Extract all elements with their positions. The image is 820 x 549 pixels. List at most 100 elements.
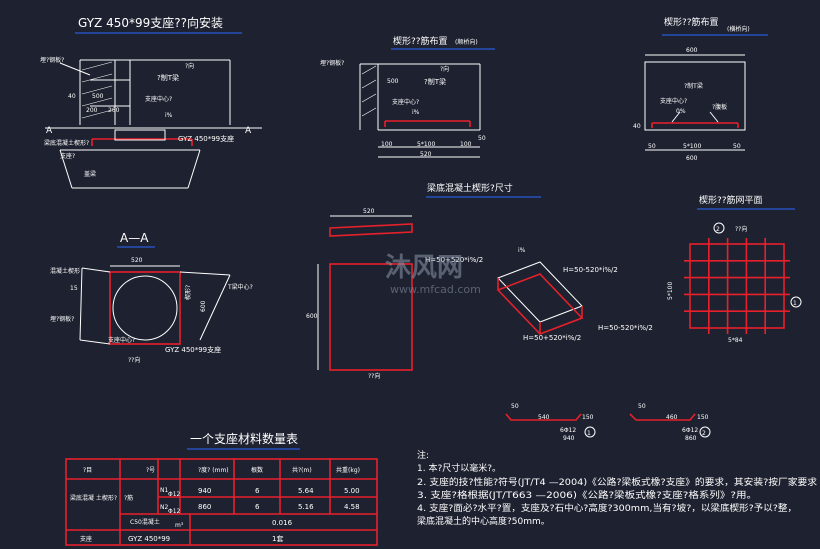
main-label-center: 支座中心? — [145, 95, 172, 103]
main-title: GYZ 450*99支座??向安装 — [78, 15, 223, 30]
trans-dim-600-bottom: 600 — [686, 155, 698, 162]
td-concrete-unit: m³ — [175, 522, 184, 529]
trans-label-beam: ?制T梁 — [684, 82, 703, 90]
td-n2-len: 860 — [198, 503, 211, 511]
material-table: ?目 ?号 ?度? (mm) 根数 共?(m) 共重(kg) 梁底混凝 土楔形?… — [65, 458, 378, 546]
td-n1-len: 940 — [198, 487, 211, 495]
main-dim-260: 260 — [108, 107, 120, 114]
trans-label-slope: 0% — [676, 108, 686, 115]
notes-head: 注: — [417, 449, 429, 461]
mesh-dim-bottom: 5*84 — [728, 337, 743, 344]
td-n1-id: N1 — [160, 487, 168, 494]
bar-shape-2: 50 460 150 6Φ12 860 2 — [629, 403, 711, 442]
td-n2-total: 5.16 — [298, 503, 314, 511]
watermark-url: www.mfcad.com — [390, 283, 481, 296]
td-group: 梁底混凝 土楔形? — [70, 494, 117, 502]
td-n2-spec: Φ12 — [168, 508, 181, 515]
td-n1-spec: Φ12 — [168, 491, 181, 498]
main-label-a-right: A — [245, 126, 252, 136]
th-weight: 共重(kg) — [336, 466, 360, 474]
mesh-annotations: 2 1 ??向 5*100 5*84 — [667, 222, 802, 344]
bar2-left: 50 — [638, 403, 646, 410]
bar2-spec: 6Φ12 — [682, 427, 698, 434]
long-label-dir: ?向 — [440, 65, 449, 73]
note-5: 梁底混凝土的中心高度?50mm。 — [417, 515, 550, 527]
bar2-mid: 460 — [666, 414, 678, 421]
note-2: 2. 支座的技?性能?符号(JT/T4 —2004)《公路?梁板式橡?支座》的要… — [417, 476, 817, 488]
wedge-title: 梁底混凝土楔形?尺寸 — [427, 182, 513, 194]
long-dim-5x100: 5*100 — [417, 141, 435, 148]
trans-dim-50a: 50 — [648, 143, 656, 150]
bar2-len: 860 — [685, 435, 697, 442]
rebar-trans-view: 600 ?制T梁 支座中心? 0% ?腹板 40 50 5*100 50 600 — [633, 47, 746, 162]
mesh-mark-right: 1 — [793, 300, 797, 307]
wedge-h-top: H=50+520*i%/2 — [425, 256, 483, 264]
wedge-dim-520: 520 — [363, 208, 375, 215]
wedge-h-right-bottom: H=50-520*i%/2 — [598, 324, 653, 332]
td-concrete-value: 0.016 — [272, 519, 293, 527]
wedge-dim-600: 600 — [306, 313, 318, 320]
bar2-right: 150 — [697, 414, 709, 421]
main-label-wedge: 梁底混凝土楔形? — [44, 139, 89, 147]
td-n2-count: 6 — [255, 503, 260, 511]
bar2-mark: 2 — [702, 430, 706, 437]
section-view: 520 混凝土楔形 15 埋?钢板? 支座中心? GYZ 450*99支座 ??… — [50, 257, 253, 364]
mesh-label-dir: ??向 — [735, 225, 747, 233]
section-label-dir: ??向 — [128, 356, 140, 364]
main-dim-40: 40 — [68, 93, 76, 100]
long-label-slope: i% — [412, 109, 420, 116]
trans-label-rib: ?腹板 — [712, 103, 727, 111]
main-dim-200: 200 — [86, 107, 98, 114]
th-no: ?号 — [146, 467, 155, 474]
bar1-spec: 6Φ12 — [560, 427, 576, 434]
th-total: 共?(m) — [292, 466, 312, 474]
long-label-beam: ?制T梁 — [424, 77, 446, 86]
td-steel: ?筋 — [124, 494, 133, 502]
long-dim-50: 50 — [478, 135, 486, 142]
trans-dim-5x100: 5*100 — [683, 143, 701, 150]
th-item: ?目 — [83, 467, 92, 474]
section-dim-15: 15 — [70, 285, 78, 292]
trans-dim-600-top: 600 — [686, 47, 698, 54]
mesh-mark-top: 2 — [716, 226, 720, 233]
rebar-trans-subtitle: (横桥向) — [727, 25, 750, 33]
table-title: 一个支座材料数量表 — [190, 431, 298, 446]
note-3: 3. 支座?格根据(JT/T663 —2006)《公路?梁板式橡?支座?格系列》… — [417, 489, 757, 501]
long-label-center: 支座中心? — [392, 98, 419, 106]
td-concrete: C50混凝土 — [130, 518, 160, 526]
bar1-right: 150 — [582, 414, 594, 421]
section-dim-600: 600 — [200, 300, 207, 312]
rebar-long-title: 楔形??筋布置 — [393, 35, 448, 47]
wedge-label-slope: i% — [518, 247, 526, 254]
td-n1-total: 5.64 — [298, 487, 314, 495]
section-label-vert: 楔形? — [184, 285, 192, 300]
main-label-a-left: A — [46, 126, 53, 136]
section-label-wedge: 混凝土楔形 — [50, 267, 80, 275]
section-label-plate: 埋?钢板? — [50, 315, 74, 323]
wedge-view: 520 600 ??向 H=50+520*i%/2 i% H=50-520*i%… — [306, 208, 653, 380]
th-count: 根数 — [251, 466, 263, 474]
notes: 注: 1. 本?尺寸以毫米?。 2. 支座的技?性能?符号(JT/T4 —200… — [417, 449, 817, 527]
section-label-right-center: T梁中心? — [227, 283, 253, 291]
wedge-h-right-top: H=50-520*i%/2 — [563, 266, 618, 274]
th-len: ?度? (mm) — [198, 466, 229, 474]
main-label-support: 支座? — [60, 152, 75, 160]
main-view: 埋?钢板? ?制T梁 ?向 支座中心? i% 梁底混凝土楔形? 支座? GYZ … — [40, 56, 262, 189]
note-4: 4. 支座?面必?水平?置，支座及?石中心?高度?300mm,当有?坡?，以梁底… — [417, 502, 797, 514]
watermark-brand: 沐风网 — [385, 253, 463, 283]
trans-dim-50b: 50 — [733, 143, 741, 150]
bar1-left: 50 — [511, 403, 519, 410]
long-label-plate: 埋?钢板? — [320, 59, 344, 67]
main-label-dir: ?向 — [185, 62, 194, 70]
td-n1-count: 6 — [255, 487, 260, 495]
td-n2-weight: 4.58 — [344, 503, 360, 511]
section-label-center: 支座中心? — [108, 336, 135, 344]
wedge-label-dir: ??向 — [368, 372, 380, 380]
note-1: 1. 本?尺寸以毫米?。 — [417, 462, 501, 474]
section-title: A—A — [120, 231, 149, 245]
section-dim-520: 520 — [131, 257, 143, 264]
main-label-plate: 埋?钢板? — [40, 56, 64, 64]
trans-dim-40: 40 — [633, 123, 641, 130]
rebar-trans-title: 楔形??筋布置 — [664, 16, 719, 28]
